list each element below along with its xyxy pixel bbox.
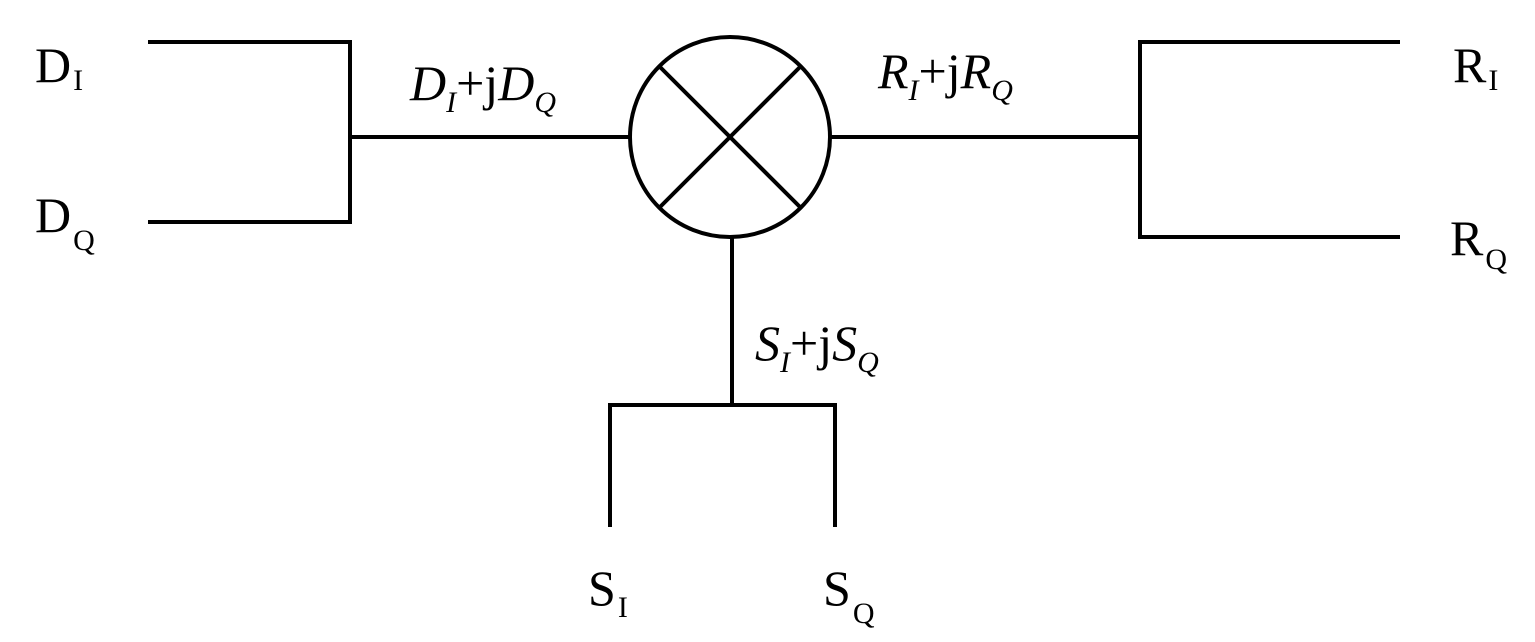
label-d-q: DQ	[35, 187, 95, 257]
label-s-i: SI	[588, 560, 628, 624]
label-r-complex: RI+jRQ	[877, 43, 1013, 107]
multiplier-icon	[628, 35, 832, 239]
label-s-complex: SI+jSQ	[755, 315, 879, 379]
label-d-i: DI	[35, 37, 83, 97]
s-input-wires	[608, 237, 837, 527]
label-r-q: RQ	[1450, 210, 1507, 276]
label-d-complex: DI+jDQ	[409, 55, 556, 119]
label-r-i: RI	[1453, 37, 1498, 97]
d-input-wires	[148, 40, 630, 224]
r-output-wires	[830, 40, 1400, 239]
label-s-q: SQ	[823, 560, 875, 630]
